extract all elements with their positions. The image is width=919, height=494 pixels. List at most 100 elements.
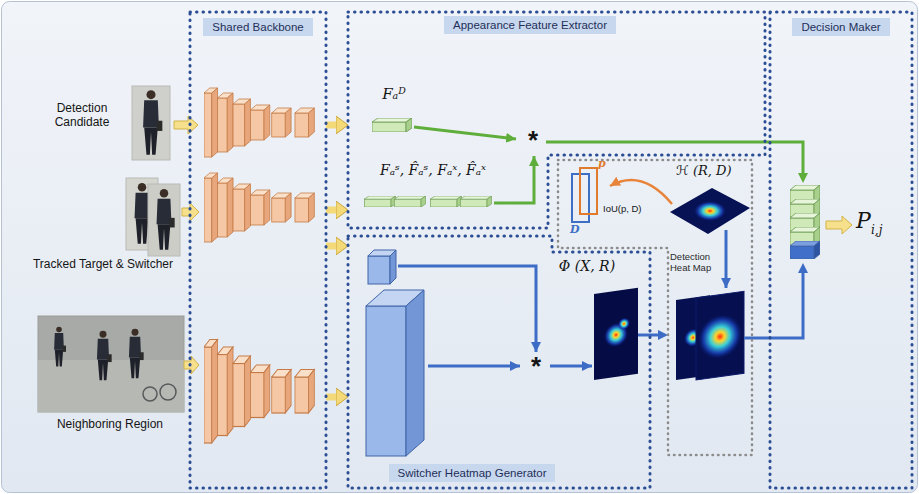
input-images [132,86,170,160]
switcher-features [398,266,536,352]
detection-heatmap-art [670,188,750,234]
panel-heading-box: Detection Heat Map [670,252,728,274]
feature-label-box: Fₐˢ, F̂ₐˢ, Fₐˣ, F̂ₐˣ [354,162,512,178]
input-arrows [174,116,198,134]
output-subscript: i,j [871,223,882,237]
box-label: p [598,157,606,170]
output-label: P [856,208,871,233]
detection-heatmap-art [696,291,744,380]
panel-border [348,12,765,228]
operator-symbol-box: * [522,126,544,156]
panel-border [558,160,752,455]
panel-tab: Shared Backbone [203,18,312,36]
formula-label-box: Φ (X, R) [552,258,622,274]
input-label: Neighboring Region [57,417,163,431]
appearance-features [372,118,412,132]
detection-heatmap-art [698,312,742,362]
input-label: Detection Candidate [55,101,110,129]
decision-features [790,185,852,259]
input-label-box: Neighboring Region [30,418,190,432]
connector-arrow [326,122,336,129]
decision-features [790,241,820,259]
input-images [38,316,184,412]
input-arrows [182,203,199,221]
feature-label: Fₐᴰ [382,85,406,103]
switcher-features [406,290,424,456]
operator-symbol-box: * [525,352,547,382]
input-label-box: Tracked Target & Switcher [18,258,188,272]
panel-title: Shared Backbone [212,21,303,33]
panel-tab: Appearance Feature Extractor [444,16,616,34]
detection-heatmap-art [610,180,672,204]
operator-symbol: * [531,351,541,381]
panel-border [770,12,912,488]
detection-heatmap-art [696,291,744,380]
input-images [143,387,157,401]
switcher-features [390,250,396,284]
input-label-box: Detection Candidate [40,102,124,130]
module-panel: Appearance Feature Extractor [348,12,765,228]
panel-border [190,12,326,488]
formula-label: Φ (X, R) [559,258,615,274]
appearance-features [494,156,534,203]
input-images [54,327,66,367]
input-images [148,184,180,256]
formula-label-box: ℋ (R, D) [676,164,752,179]
input-images [143,90,162,155]
box-label: D [570,223,580,236]
decision-features [826,216,852,234]
switcher-features [428,365,520,368]
input-images [129,329,144,378]
detection-heatmap-art [694,201,726,221]
panel-outline [558,160,752,455]
panel-tab: Decision Maker [792,18,889,36]
appearance-features [364,196,395,207]
input-label: Tracked Target & Switcher [33,257,173,271]
panel-title: Appearance Feature Extractor [453,19,607,31]
panel-title: Switcher Heatmap Generator [398,467,547,479]
backbone-layers [204,340,314,444]
switcher-features [366,306,406,456]
submodule-panel: Detection Heat Map [558,160,752,455]
switcher-features [594,288,638,380]
appearance-features [546,141,765,144]
feature-label: Fₐˢ, F̂ₐˢ, Fₐˣ, F̂ₐˣ [380,162,486,178]
formula-label: IoU(p, D) [603,203,642,214]
output-subscript-box: i,j [871,224,905,238]
input-images [97,331,112,380]
switcher-features [366,250,650,456]
panel-outline [770,12,912,488]
module-panel: Shared Backbone [190,12,326,488]
appearance-features [394,196,425,207]
switcher-features [594,288,638,380]
module-panel: Decision Maker [770,12,912,488]
switcher-features [550,365,592,368]
panel-outline [348,12,765,228]
switcher-features [618,317,630,331]
connector-arrow [326,243,336,250]
appearance-features [430,196,461,207]
panel-border [348,236,650,488]
operator-symbol: * [528,125,538,155]
connector-arrow [326,207,336,214]
appearance-features [414,127,516,139]
detection-heatmap-art [725,230,728,288]
backbone-layers [204,88,314,443]
box-label-box: D [570,224,586,237]
backbone-layers [204,173,314,242]
input-images [160,384,176,400]
formula-label: ℋ (R, D) [676,163,732,178]
input-images [38,86,184,412]
switcher-features [368,256,390,284]
box-label-box: p [598,158,612,171]
connector-arrow [752,273,803,338]
appearance-features [460,196,491,207]
connector-arrow [326,394,336,401]
panel-tab: Switcher Heatmap Generator [389,464,556,482]
input-arrows [174,116,199,374]
formula-label-box: IoU(p, D) [603,204,667,215]
connector-arrow [650,334,658,337]
panel-title: Detection Heat Map [670,251,711,273]
